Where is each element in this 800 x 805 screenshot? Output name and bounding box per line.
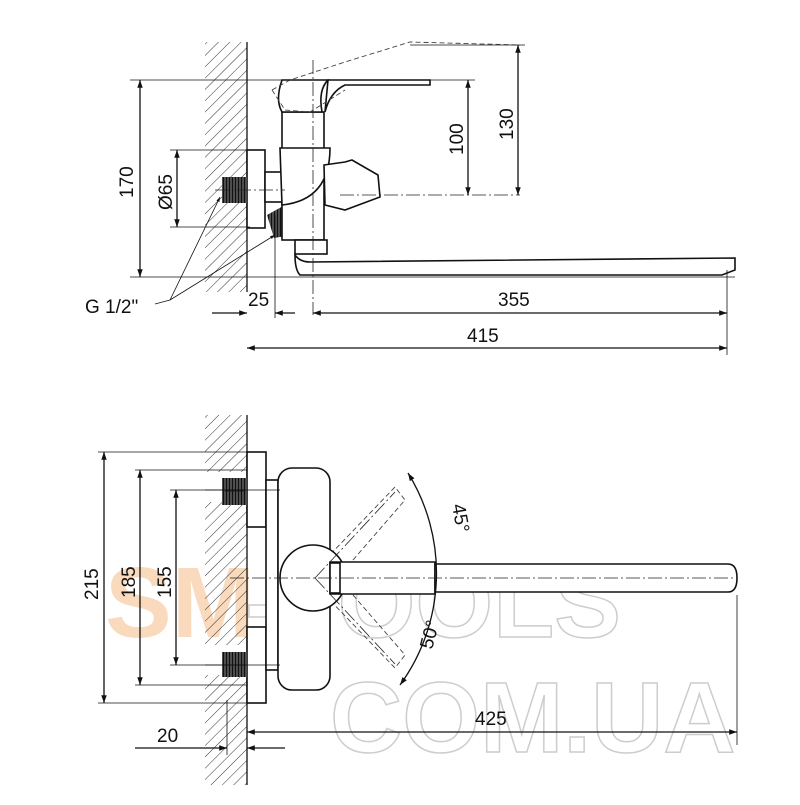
svg-text:COM.UA: COM.UA	[330, 662, 736, 774]
dim-415: 415	[467, 326, 499, 347]
front-view: 45° 50° 215 185 155 425 20	[82, 415, 738, 785]
wall-flange	[246, 149, 266, 229]
angle-45: 45°	[447, 502, 473, 534]
dim-diameter-65: Ø65	[156, 174, 177, 210]
angle-arc	[399, 472, 438, 686]
dim-185: 185	[119, 566, 140, 598]
threaded-pipe-top	[222, 478, 247, 505]
spout	[294, 252, 736, 276]
wall-flange-top	[246, 451, 267, 528]
top-view: 170 Ø65 100 130 25 355 415 G 1/2"	[85, 41, 736, 355]
dim-215: 215	[82, 568, 103, 600]
thread-label: G 1/2"	[85, 297, 138, 318]
wall-hatch	[205, 42, 247, 292]
threaded-pipe-bottom	[222, 652, 247, 677]
dim-130: 130	[497, 108, 518, 140]
dim-155: 155	[155, 566, 176, 598]
dim-20: 20	[157, 726, 178, 747]
dim-355: 355	[498, 290, 530, 311]
dim-170: 170	[117, 166, 138, 198]
dim-25: 25	[248, 290, 269, 311]
dim-425: 425	[475, 709, 507, 730]
wall-hatch	[205, 415, 247, 785]
dim-100: 100	[447, 123, 468, 155]
